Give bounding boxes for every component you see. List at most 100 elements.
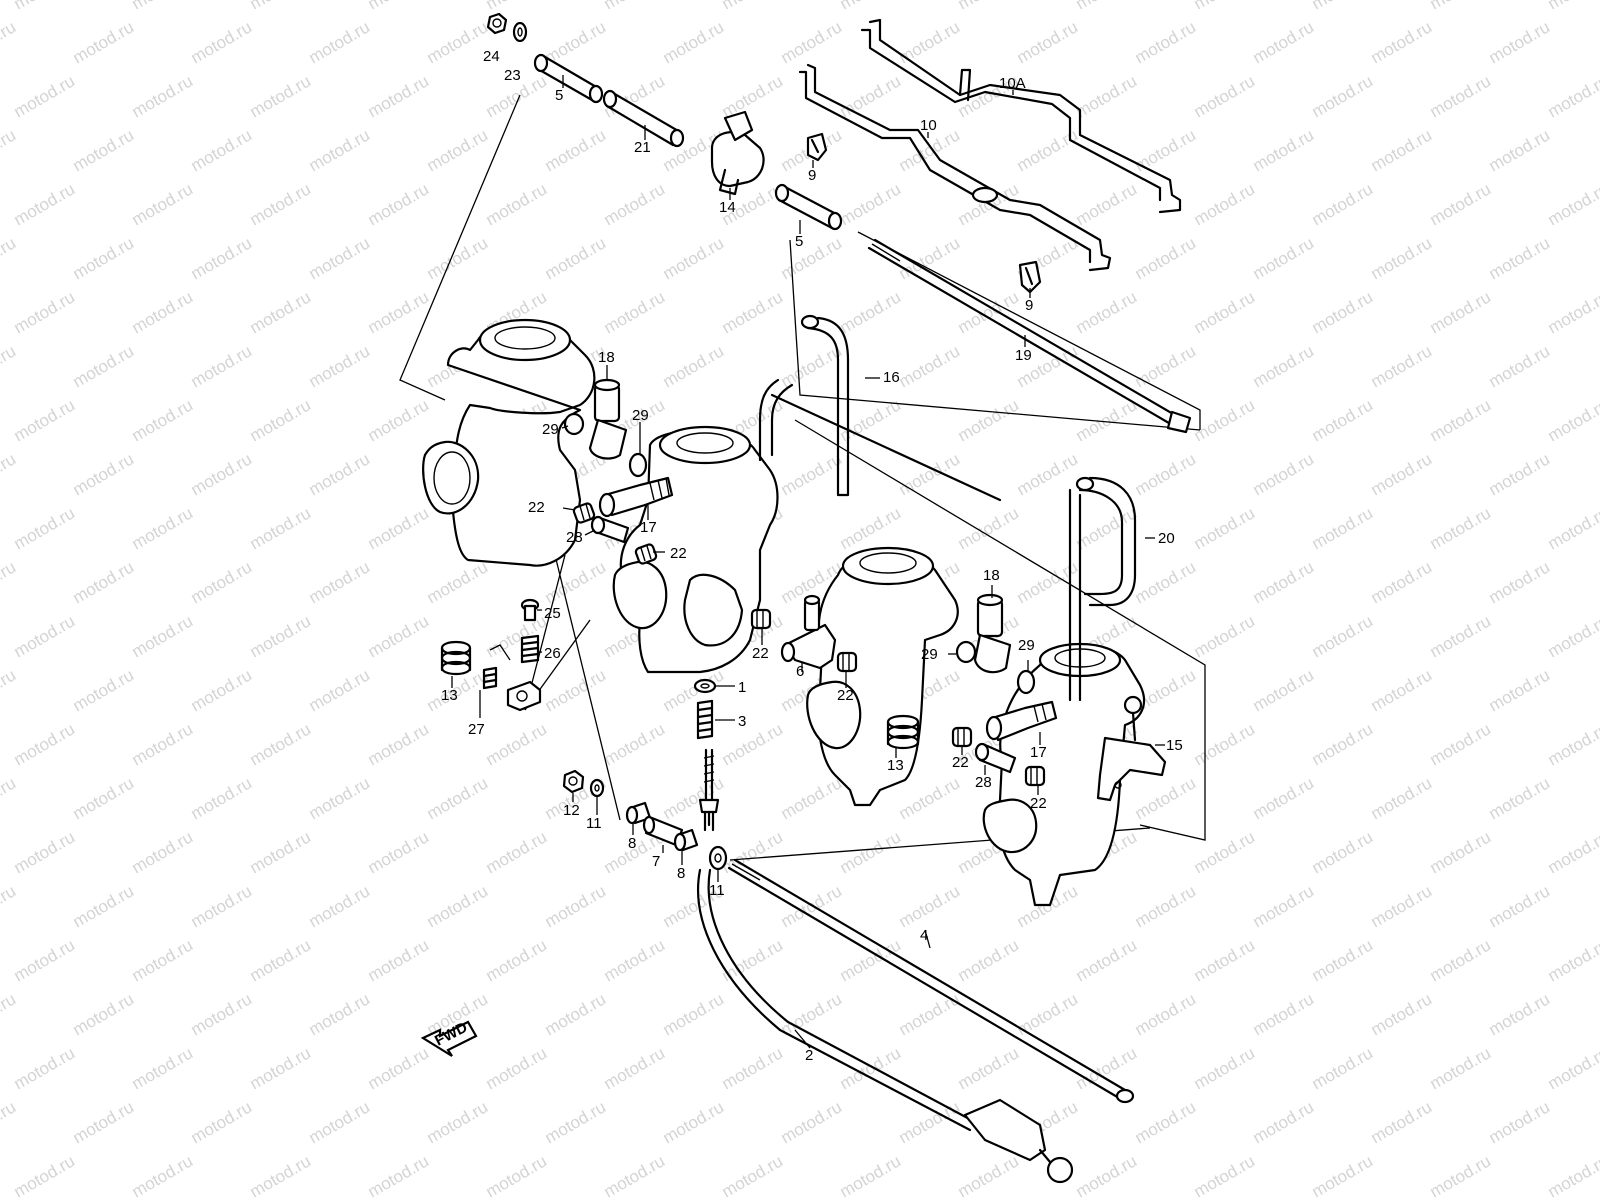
watermark-text: motod.ru bbox=[1427, 71, 1495, 121]
watermark-text: motod.ru bbox=[601, 719, 669, 769]
watermark-text: motod.ru bbox=[955, 0, 1023, 13]
carburetor-body-1 bbox=[422, 318, 596, 567]
watermark-text: motod.ru bbox=[0, 665, 19, 715]
watermark-text: motod.ru bbox=[1368, 1097, 1436, 1147]
watermark-text: motod.ru bbox=[1427, 611, 1495, 661]
watermark-text: motod.ru bbox=[188, 557, 256, 607]
spring-13-left bbox=[440, 640, 472, 676]
watermark-text: motod.ru bbox=[1191, 1151, 1259, 1200]
watermark-text: motod.ru bbox=[424, 557, 492, 607]
watermark-text: motod.ru bbox=[1132, 989, 1200, 1039]
callout-4: 4 bbox=[920, 927, 928, 944]
watermark-text: motod.ru bbox=[70, 881, 138, 931]
callout-7: 7 bbox=[652, 853, 660, 870]
watermark-text: motod.ru bbox=[11, 287, 79, 337]
watermark-text: motod.ru bbox=[306, 449, 374, 499]
watermark-text: motod.ru bbox=[70, 449, 138, 499]
part-9-mid bbox=[1018, 260, 1042, 294]
callout-5b: 5 bbox=[795, 233, 803, 250]
watermark-text: motod.ru bbox=[837, 179, 905, 229]
watermark-text: motod.ru bbox=[1309, 719, 1377, 769]
watermark-text: motod.ru bbox=[424, 1097, 492, 1147]
watermark-text: motod.ru bbox=[0, 989, 19, 1039]
watermark-text: motod.ru bbox=[11, 1151, 79, 1200]
watermark-text: motod.ru bbox=[1427, 935, 1495, 985]
watermark-text: motod.ru bbox=[837, 935, 905, 985]
watermark-text: motod.ru bbox=[1368, 449, 1436, 499]
watermark-text: motod.ru bbox=[188, 125, 256, 175]
watermark-text: motod.ru bbox=[1427, 179, 1495, 229]
watermark-text: motod.ru bbox=[1250, 449, 1318, 499]
bracket-10a bbox=[860, 18, 1182, 214]
callout-8b: 8 bbox=[677, 865, 685, 882]
watermark-text: motod.ru bbox=[1486, 17, 1554, 67]
callout-10a: 10A bbox=[999, 75, 1026, 92]
o-ring-29-left-b bbox=[628, 452, 648, 478]
watermark-text: motod.ru bbox=[1368, 341, 1436, 391]
watermark-text: motod.ru bbox=[11, 0, 79, 13]
watermark-text: motod.ru bbox=[542, 1097, 610, 1147]
watermark-text: motod.ru bbox=[365, 719, 433, 769]
callout-2: 2 bbox=[805, 1047, 813, 1064]
washer-23 bbox=[512, 21, 528, 43]
watermark-text: motod.ru bbox=[660, 17, 728, 67]
rod-19 bbox=[867, 238, 1192, 434]
watermark-text: motod.ru bbox=[601, 287, 669, 337]
watermark-text: motod.ru bbox=[955, 935, 1023, 985]
watermark-text: motod.ru bbox=[1368, 881, 1436, 931]
callout-28a: 28 bbox=[566, 529, 583, 546]
watermark-text: motod.ru bbox=[719, 935, 787, 985]
watermark-text: motod.ru bbox=[70, 773, 138, 823]
watermark-text: motod.ru bbox=[778, 1097, 846, 1147]
watermark-text: motod.ru bbox=[11, 395, 79, 445]
callout-20: 20 bbox=[1158, 530, 1175, 547]
watermark-text: motod.ru bbox=[1250, 125, 1318, 175]
callout-26: 26 bbox=[544, 645, 561, 662]
watermark-text: motod.ru bbox=[1427, 0, 1495, 13]
watermark-text: motod.ru bbox=[424, 17, 492, 67]
watermark-text: motod.ru bbox=[1309, 935, 1377, 985]
watermark-text: motod.ru bbox=[365, 71, 433, 121]
watermark-text: motod.ru bbox=[837, 287, 905, 337]
callout-5a: 5 bbox=[555, 87, 563, 104]
watermark-text: motod.ru bbox=[1191, 71, 1259, 121]
watermark-text: motod.ru bbox=[129, 179, 197, 229]
callout-21: 21 bbox=[634, 139, 651, 156]
watermark-text: motod.ru bbox=[1191, 287, 1259, 337]
o-ring-29-right-a bbox=[955, 640, 977, 664]
watermark-text: motod.ru bbox=[1250, 773, 1318, 823]
watermark-text: motod.ru bbox=[1191, 719, 1259, 769]
watermark-text: motod.ru bbox=[129, 611, 197, 661]
watermark-text: motod.ru bbox=[247, 1043, 315, 1093]
cap-22-left-a bbox=[572, 502, 596, 524]
watermark-text: motod.ru bbox=[129, 71, 197, 121]
watermark-text: motod.ru bbox=[247, 71, 315, 121]
watermark-text: motod.ru bbox=[11, 611, 79, 661]
watermark-text: motod.ru bbox=[0, 449, 19, 499]
watermark-text: motod.ru bbox=[719, 1043, 787, 1093]
watermark-text: motod.ru bbox=[1250, 1097, 1318, 1147]
watermark-text: motod.ru bbox=[1132, 881, 1200, 931]
watermark-text: motod.ru bbox=[247, 503, 315, 553]
watermark-text: motod.ru bbox=[70, 1097, 138, 1147]
watermark-text: motod.ru bbox=[1427, 1151, 1495, 1200]
watermark-text: motod.ru bbox=[1073, 503, 1141, 553]
watermark-text: motod.ru bbox=[1427, 287, 1495, 337]
watermark-text: motod.ru bbox=[1486, 125, 1554, 175]
callout-14: 14 bbox=[719, 199, 736, 216]
callout-10: 10 bbox=[920, 117, 937, 134]
watermark-text: motod.ru bbox=[1309, 0, 1377, 13]
watermark-text: motod.ru bbox=[837, 1151, 905, 1200]
watermark-text: motod.ru bbox=[1368, 233, 1436, 283]
watermark-text: motod.ru bbox=[1073, 0, 1141, 13]
nut-12 bbox=[562, 769, 585, 794]
cap-22-right-a bbox=[951, 726, 973, 748]
watermark-text: motod.ru bbox=[1545, 1151, 1600, 1200]
screw-25 bbox=[520, 598, 540, 622]
watermark-text: motod.ru bbox=[542, 233, 610, 283]
spring-26 bbox=[520, 634, 540, 664]
watermark-text: motod.ru bbox=[188, 665, 256, 715]
washer-1 bbox=[693, 678, 717, 694]
watermark-text: motod.ru bbox=[11, 71, 79, 121]
